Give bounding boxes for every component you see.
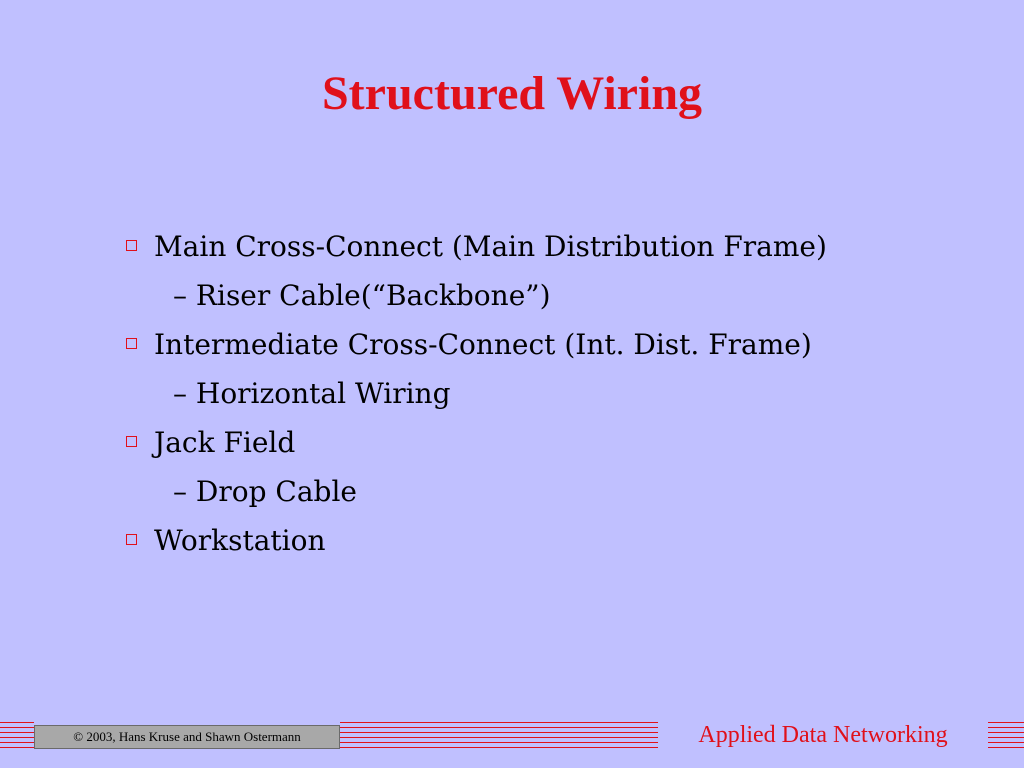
footer-rule-left	[0, 722, 34, 750]
sub-bullet-text: – Drop Cable	[173, 475, 357, 508]
bullet-workstation: Workstation	[124, 516, 827, 565]
hollow-square-icon	[126, 338, 137, 349]
slide-title: Structured Wiring	[321, 67, 703, 120]
sub-bullet-text: – Riser Cable(“Backbone”)	[173, 279, 551, 312]
copyright-notice: © 2003, Hans Kruse and Shawn Ostermann	[34, 725, 340, 749]
sub-bullet-text: – Horizontal Wiring	[173, 377, 451, 410]
bullet-main-cross-connect: Main Cross-Connect (Main Distribution Fr…	[124, 222, 827, 271]
bullet-jack-field: Jack Field	[124, 418, 827, 467]
hollow-square-icon	[126, 534, 137, 545]
bullet-intermediate-cross-connect: Intermediate Cross-Connect (Int. Dist. F…	[124, 320, 827, 369]
sub-bullet-horizontal-wiring: – Horizontal Wiring	[124, 369, 827, 418]
bullet-list: Main Cross-Connect (Main Distribution Fr…	[124, 222, 827, 565]
bullet-text: Workstation	[154, 524, 326, 557]
course-title: Applied Data Networking	[698, 722, 948, 748]
bullet-text: Main Cross-Connect (Main Distribution Fr…	[154, 230, 827, 263]
slide-footer: © 2003, Hans Kruse and Shawn Ostermann A…	[0, 718, 1024, 754]
bullet-text: Jack Field	[154, 426, 296, 459]
hollow-square-icon	[126, 436, 137, 447]
footer-rule-right	[988, 722, 1024, 750]
hollow-square-icon	[126, 240, 137, 251]
bullet-text: Intermediate Cross-Connect (Int. Dist. F…	[154, 328, 812, 361]
sub-bullet-riser-cable: – Riser Cable(“Backbone”)	[124, 271, 827, 320]
footer-rule-middle	[340, 722, 658, 750]
sub-bullet-drop-cable: – Drop Cable	[124, 467, 827, 516]
